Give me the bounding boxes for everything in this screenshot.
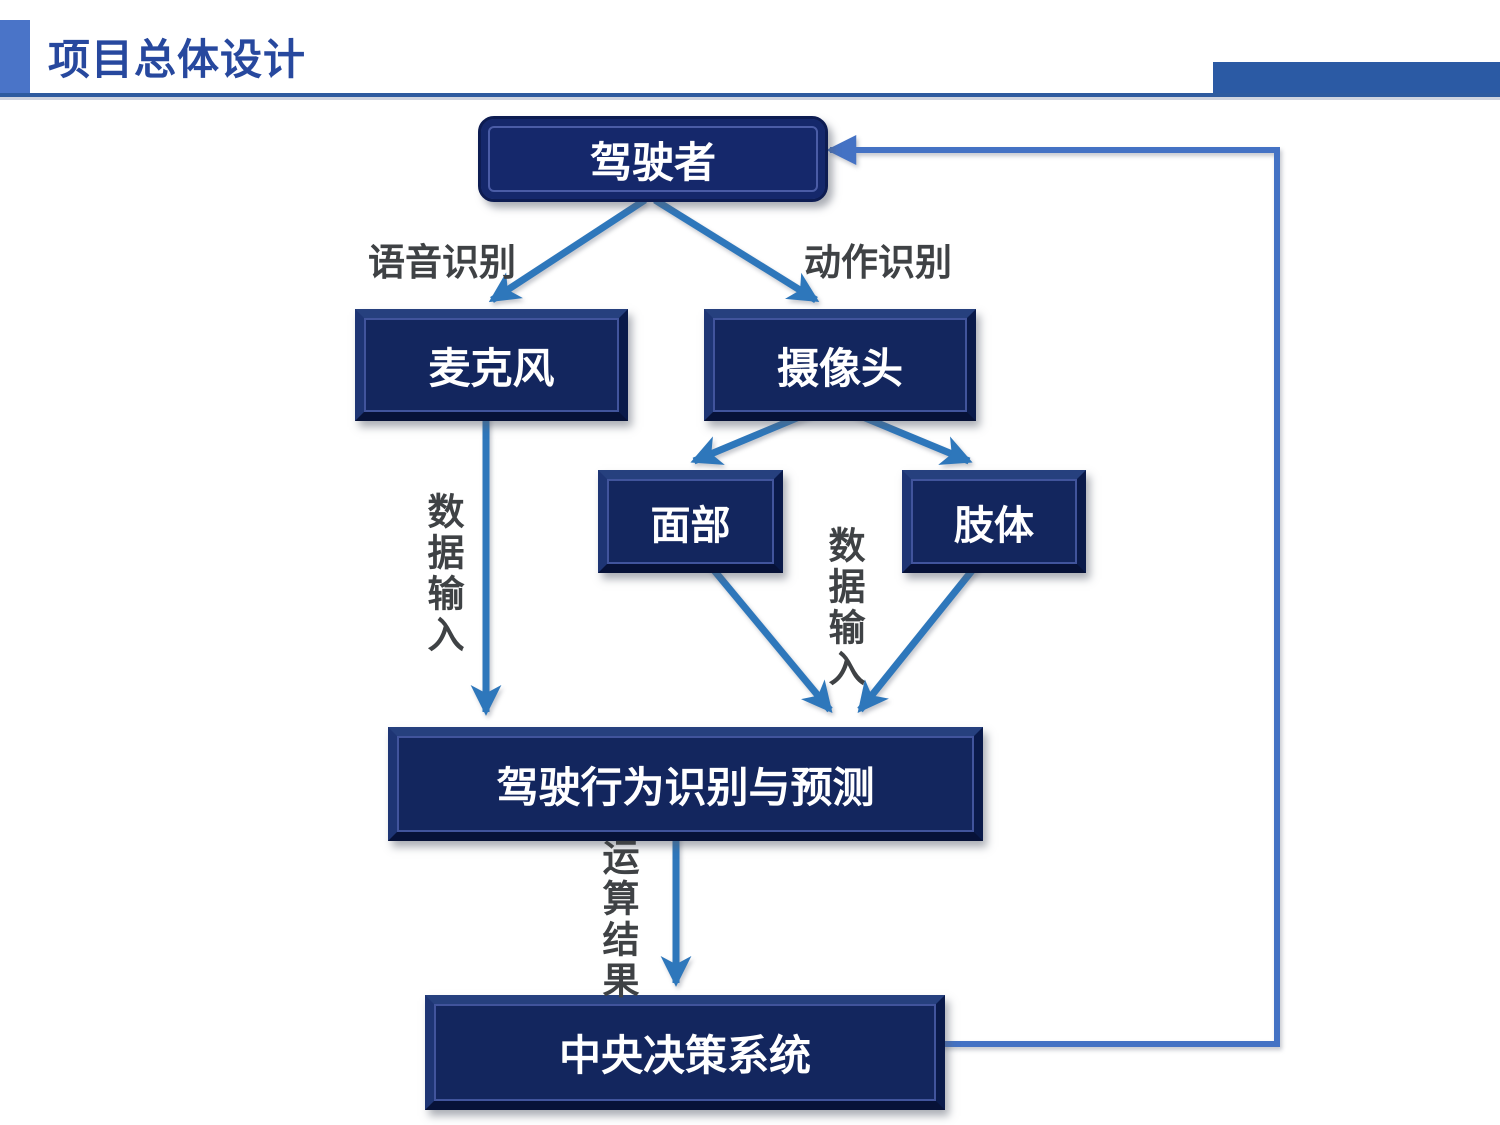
edge-label-data-input-middle: 数据输入	[823, 526, 864, 690]
header-divider	[0, 93, 1500, 97]
node-microphone: 麦克风	[355, 309, 628, 421]
title-accent-bar	[0, 20, 30, 93]
slide-title: 项目总体设计	[48, 36, 307, 83]
node-decision-label: 中央决策系统	[558, 1032, 811, 1079]
node-face: 面部	[598, 470, 783, 573]
edge-label-speech-recognition: 语音识别	[368, 242, 516, 283]
node-microphone-label: 麦克风	[428, 344, 555, 392]
node-decision: 中央决策系统	[425, 995, 945, 1110]
edge-label-computation-result: 运算结果	[597, 838, 638, 1002]
edge-label-action-recognition: 动作识别	[804, 242, 952, 283]
node-behavior-label: 驾驶行为识别与预测	[496, 763, 875, 811]
arrow-driver-to-camera	[653, 197, 820, 303]
node-driver: 驾驶者	[478, 116, 828, 202]
edge-label-data-input-left: 数据输入	[422, 492, 463, 656]
arrow-body-to-behavior	[857, 554, 986, 714]
header-right-bar	[1213, 62, 1500, 93]
arrow-face-to-behavior	[700, 554, 833, 713]
node-body-label: 肢体	[954, 503, 1034, 548]
node-camera-label: 摄像头	[776, 344, 903, 392]
node-camera: 摄像头	[704, 309, 976, 421]
node-face-label: 面部	[650, 503, 731, 548]
arrow-driver-to-microphone	[488, 197, 647, 303]
feedback-line-decision-to-driver	[826, 135, 1280, 1047]
node-body: 肢体	[902, 470, 1086, 573]
node-driver-label: 驾驶者	[589, 138, 716, 186]
node-behavior: 驾驶行为识别与预测	[388, 727, 983, 841]
